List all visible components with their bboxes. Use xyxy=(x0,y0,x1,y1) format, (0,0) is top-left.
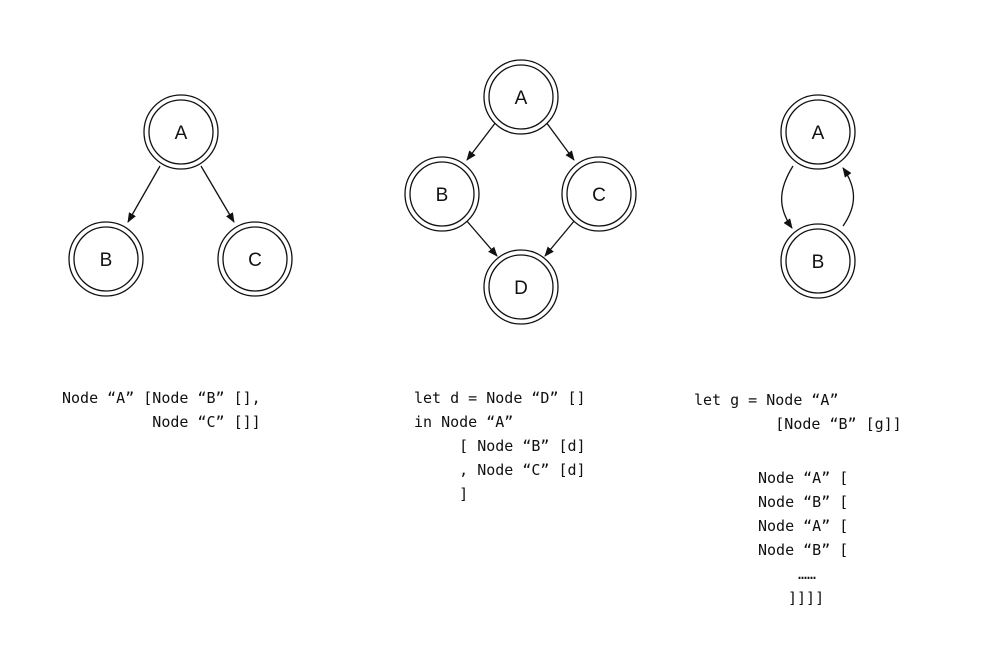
expansion-line: Node “A” [ xyxy=(758,517,849,535)
tree-graph: A B C xyxy=(68,94,293,297)
code-line: Node “A” [Node “B” [], xyxy=(62,389,261,407)
node-a: A xyxy=(483,59,559,135)
cycle-graph: A B xyxy=(780,94,856,299)
node-a-label: A xyxy=(812,123,825,144)
node-a-label: A xyxy=(515,88,528,109)
edge-a-c xyxy=(200,165,235,223)
expansion-line: Node “B” [ xyxy=(758,493,849,511)
dag-code: let d = Node “D” [] in Node “A” [ Node “… xyxy=(414,386,586,506)
expansion-closing: ]]]] xyxy=(788,589,825,607)
code-line: ] xyxy=(414,485,469,503)
edge-a-c xyxy=(545,121,575,161)
edge-a-b xyxy=(466,121,497,161)
code-line: , Node “C” [d] xyxy=(414,461,586,479)
edge-c-d xyxy=(544,219,576,257)
node-b-label: B xyxy=(436,185,449,206)
node-b: B xyxy=(68,221,144,297)
code-line: let d = Node “D” [] xyxy=(414,389,586,407)
code-line: [ Node “B” [d] xyxy=(414,437,586,455)
node-b: B xyxy=(404,156,480,232)
expansion-line: Node “A” [ xyxy=(758,469,849,487)
node-c: C xyxy=(561,156,637,232)
code-line: Node “C” []] xyxy=(62,413,261,431)
edge-a-b xyxy=(127,165,161,223)
edge-b-d xyxy=(465,219,498,257)
node-c-label: C xyxy=(248,250,262,271)
node-a: A xyxy=(780,94,856,170)
node-a: A xyxy=(143,94,219,170)
edge-b-a xyxy=(842,167,855,227)
cycle-code: let g = Node “A” [Node “B” [g]] xyxy=(694,388,902,436)
node-b-label: B xyxy=(100,250,113,271)
code-line: let g = Node “A” xyxy=(694,391,839,409)
node-b-label: B xyxy=(812,252,825,273)
expansion-line: Node “B” [ xyxy=(758,541,849,559)
node-c: C xyxy=(217,221,293,297)
node-b: B xyxy=(780,223,856,299)
code-line: [Node “B” [g]] xyxy=(694,415,902,433)
edge-a-b xyxy=(781,165,794,229)
tree-code: Node “A” [Node “B” [], Node “C” []] xyxy=(62,386,261,434)
cycle-expansion: Node “A” [ Node “B” [ Node “A” [ Node “B… xyxy=(758,466,848,610)
node-d: D xyxy=(483,249,559,325)
expansion-ellipsis: …… xyxy=(798,565,817,583)
node-a-label: A xyxy=(175,123,188,144)
node-d-label: D xyxy=(514,278,528,299)
dag-graph: A B C D xyxy=(404,59,637,325)
node-c-label: C xyxy=(592,185,606,206)
code-line: in Node “A” xyxy=(414,413,514,431)
